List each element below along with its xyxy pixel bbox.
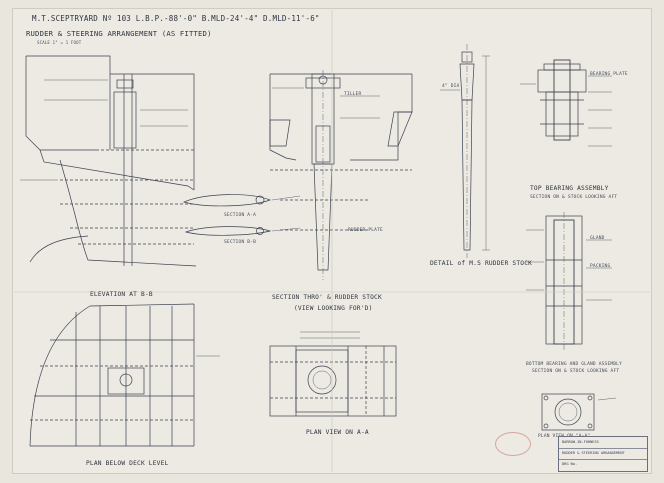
top-bearing-assembly bbox=[520, 59, 612, 147]
caption-section-aa: SECTION A-A bbox=[224, 213, 257, 218]
caption-bottom-bearing-sub: SECTION ON & STOCK LOOKING AFT bbox=[532, 369, 620, 374]
bearing-plan-view bbox=[541, 393, 617, 431]
plan-view-aa bbox=[269, 331, 397, 417]
title-block: BARROW-IN-FURNESS RUDDER & STEERING ARRA… bbox=[558, 436, 648, 472]
annotation-gland: GLAND bbox=[590, 236, 605, 241]
title-block-line2: RUDDER & STEERING ARRANGEMENT bbox=[562, 451, 625, 455]
caption-plan-view: PLAN VIEW ON A-A bbox=[306, 429, 369, 436]
annotation-diameter: 4" DIA bbox=[442, 84, 460, 89]
annotation-packing: PACKING bbox=[590, 264, 611, 269]
bottom-bearing-assembly bbox=[526, 212, 612, 350]
caption-bottom-bearing: BOTTOM BEARING AND GLAND ASSEMBLY bbox=[526, 362, 623, 367]
rudder-stock-detail bbox=[440, 44, 490, 258]
caption-plan-below-deck: PLAN BELOW DECK LEVEL bbox=[86, 460, 169, 467]
drawing-title: RUDDER & STEERING ARRANGEMENT (AS FITTED… bbox=[26, 29, 212, 38]
section-rudder-stock bbox=[269, 70, 413, 280]
caption-section-rudder-stock: SECTION THRO' & RUDDER STOCK bbox=[272, 294, 382, 301]
title-block-line3: DRG No. bbox=[562, 462, 578, 466]
caption-detail-stock: DETAIL of M.S RUDDER STOCK bbox=[430, 260, 533, 267]
approval-stamp bbox=[495, 432, 531, 456]
caption-top-bearing-sub: SECTION ON & STOCK LOOKING AFT bbox=[530, 195, 618, 200]
annotation-bearing-plate: BEARING PLATE bbox=[590, 72, 628, 77]
caption-view-looking: (VIEW LOOKING FOR'D) bbox=[294, 305, 373, 312]
scale-note: SCALE 1" = 1 FOOT bbox=[37, 40, 82, 45]
annotation-tiller: TILLER bbox=[344, 92, 362, 97]
rudder-blade-sections bbox=[182, 194, 301, 236]
annotation-rudder-plate: RUDDER PLATE bbox=[348, 228, 383, 233]
caption-section-bb: SECTION B-B bbox=[224, 240, 257, 245]
plan-below-deck bbox=[29, 303, 220, 447]
drawing-title-particulars: M.T.SCEPTRYARD Nº 103 L.B.P.-88'-0" B.ML… bbox=[32, 14, 320, 23]
elevation-view bbox=[20, 55, 197, 267]
caption-top-bearing: TOP BEARING ASSEMBLY bbox=[530, 185, 609, 192]
caption-elevation: ELEVATION AT B-B bbox=[90, 291, 153, 298]
title-block-line1: BARROW-IN-FURNESS bbox=[562, 440, 599, 444]
